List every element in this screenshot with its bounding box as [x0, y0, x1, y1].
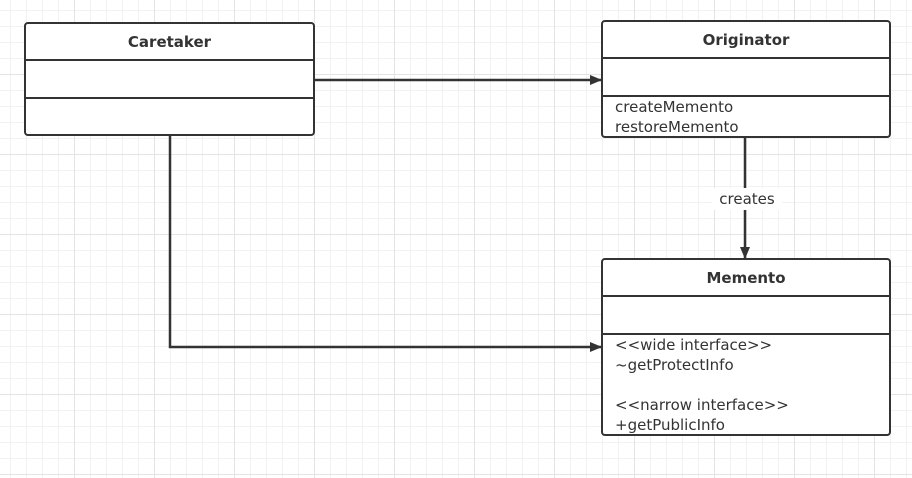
originator-class[interactable]: Originator createMemento restoreMemento: [601, 20, 891, 138]
creates-label: creates: [712, 188, 782, 210]
class-name: Memento: [603, 260, 889, 297]
operation: restoreMemento: [615, 118, 739, 136]
attributes-compartment: [603, 297, 889, 335]
class-name: Caretaker: [26, 24, 313, 61]
stereotype: <<wide interface>>: [615, 336, 773, 354]
edge-caretaker-memento[interactable]: [168, 136, 602, 352]
operation: createMemento: [615, 98, 734, 116]
memento-class[interactable]: Memento <<wide interface>> ~getProtectIn…: [601, 258, 891, 436]
operations-compartment: createMemento restoreMemento: [603, 97, 889, 136]
spacer: [615, 375, 877, 395]
operation: +getPublicInfo: [615, 416, 725, 434]
attributes-compartment: [26, 61, 313, 99]
attributes-compartment: [603, 59, 889, 97]
caretaker-class[interactable]: Caretaker: [24, 22, 315, 136]
operations-compartment: <<wide interface>> ~getProtectInfo <<nar…: [603, 335, 889, 434]
operation: ~getProtectInfo: [615, 356, 734, 374]
class-name: Originator: [603, 22, 889, 59]
stereotype: <<narrow interface>>: [615, 396, 789, 414]
